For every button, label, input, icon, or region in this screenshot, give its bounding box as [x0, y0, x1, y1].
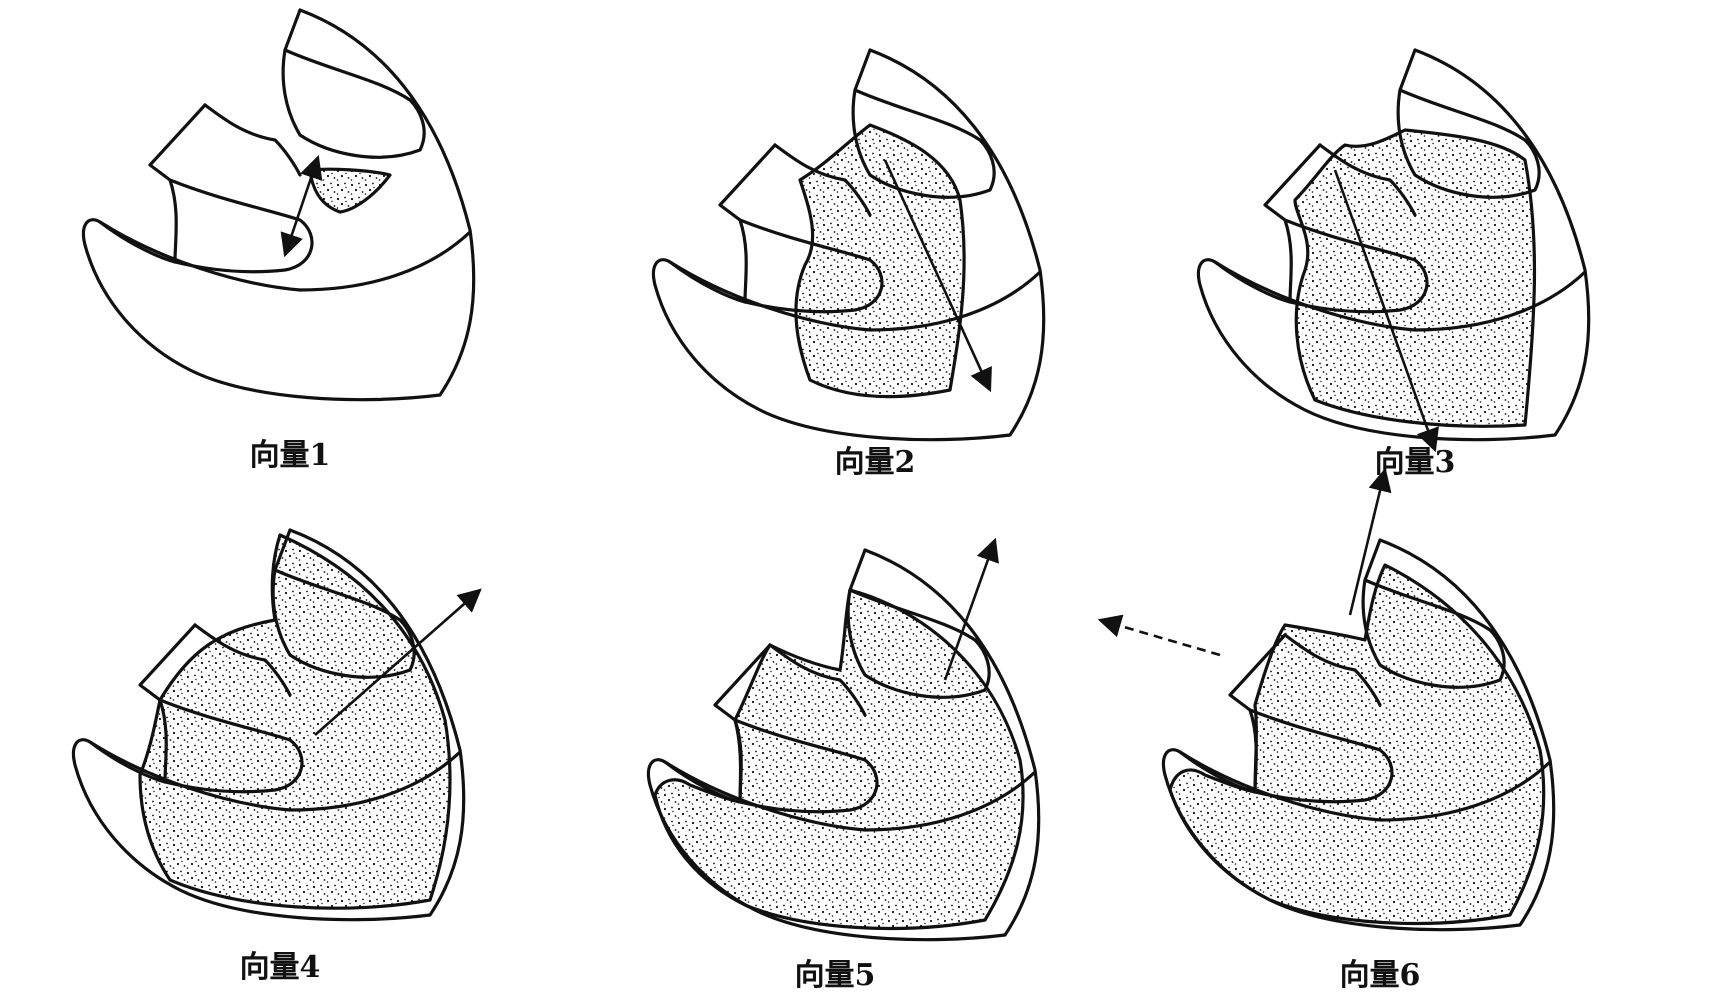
panel-5-label: 向量5: [795, 958, 876, 993]
panel-2: 向量2: [651, 48, 1046, 480]
panel-4-shaded-region: [140, 535, 450, 909]
panel-4: 向量4: [71, 528, 482, 985]
panel-6-label: 向量6: [1340, 958, 1421, 993]
panel-1-arrow: [280, 155, 323, 258]
panel-2-arrow: [883, 159, 992, 393]
panel-1-label: 向量1: [250, 438, 331, 473]
panel-1-shaded-region: [310, 169, 390, 212]
panel-5-arrow: [943, 537, 999, 681]
panel-3-arrow: [1333, 169, 1439, 453]
panel-4-arrow: [314, 588, 482, 736]
panel-6-dashed-arrow: [1097, 614, 1221, 657]
panel-2-label: 向量2: [835, 445, 916, 480]
panel-6: 向量6: [1097, 467, 1556, 993]
panel-5: 向量5: [646, 537, 1041, 993]
panel-2-shaded-region: [795, 125, 965, 397]
panel-6-arrow: [1348, 467, 1392, 616]
panel-4-label: 向量4: [240, 950, 321, 985]
panel-1: 向量1: [81, 8, 476, 473]
panel-3-shaded-region: [1295, 130, 1535, 427]
panel-3-label: 向量3: [1375, 445, 1456, 480]
panel-5-shaded-region: [655, 590, 1024, 929]
panel-3: 向量3: [1196, 48, 1591, 480]
